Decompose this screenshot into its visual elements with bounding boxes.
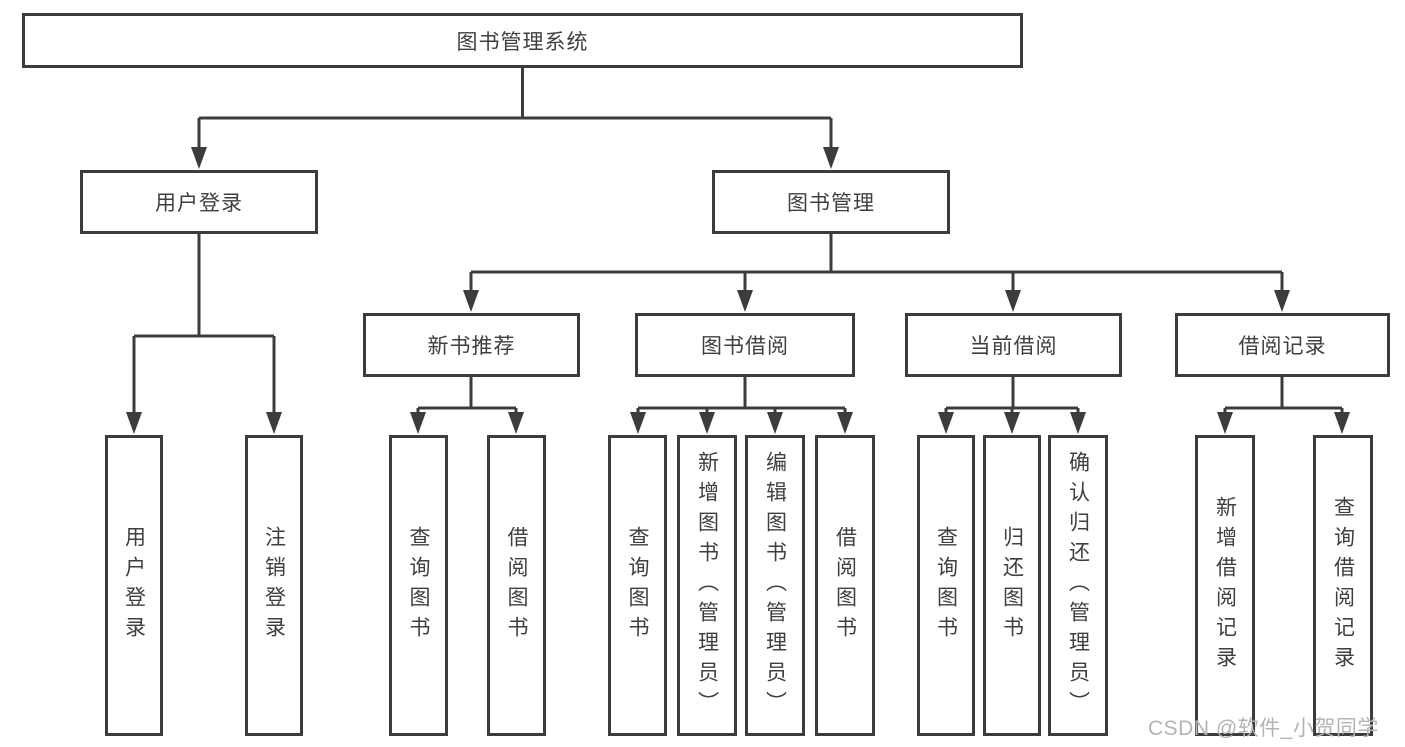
leaf-label: 确认归还（管理员） <box>1066 450 1090 721</box>
node-book-borrowing: 图书借阅 <box>635 313 855 377</box>
leaf-label: 新增借阅记录 <box>1213 495 1237 676</box>
leaf-label: 借阅图书 <box>505 525 528 646</box>
leaf-label: 借阅图书 <box>833 525 857 646</box>
leaf-label: 查询借阅记录 <box>1331 495 1355 676</box>
leaf-label: 查询图书 <box>626 525 649 646</box>
node-nb-borrow-books: 借阅图书 <box>487 435 546 736</box>
node-cb-confirm-return-admin: 确认归还（管理员） <box>1048 435 1108 736</box>
node-cb-return-books: 归还图书 <box>983 435 1041 736</box>
csdn-watermark: CSDN @软件_小贺同学 <box>1148 717 1379 740</box>
node-root-library-system: 图书管理系统 <box>22 13 1023 68</box>
node-book-management: 图书管理 <box>712 170 950 234</box>
node-bb-add-books-admin: 新增图书（管理员） <box>677 435 737 736</box>
node-br-query-record: 查询借阅记录 <box>1313 435 1373 736</box>
leaf-label: 用户登录 <box>122 525 146 646</box>
node-cb-query-books: 查询图书 <box>917 435 975 736</box>
leaf-label: 查询图书 <box>407 525 430 646</box>
node-leaf-user-login: 用户登录 <box>105 435 163 736</box>
leaf-label: 归还图书 <box>1000 525 1024 646</box>
leaf-label: 查询图书 <box>934 525 958 646</box>
leaf-label: 新增图书（管理员） <box>695 450 719 721</box>
node-leaf-logout: 注销登录 <box>245 435 303 736</box>
node-borrowing-records: 借阅记录 <box>1175 313 1390 377</box>
leaf-label: 注销登录 <box>262 525 286 646</box>
node-nb-query-books: 查询图书 <box>389 435 448 736</box>
node-user-login: 用户登录 <box>80 170 318 234</box>
node-bb-query-books: 查询图书 <box>608 435 667 736</box>
node-bb-edit-books-admin: 编辑图书（管理员） <box>745 435 805 736</box>
node-bb-borrow-books: 借阅图书 <box>815 435 875 736</box>
leaf-label: 编辑图书（管理员） <box>763 450 787 721</box>
node-current-borrowing: 当前借阅 <box>905 313 1122 377</box>
node-br-add-record: 新增借阅记录 <box>1195 435 1255 736</box>
node-new-book-recommend: 新书推荐 <box>363 313 580 377</box>
